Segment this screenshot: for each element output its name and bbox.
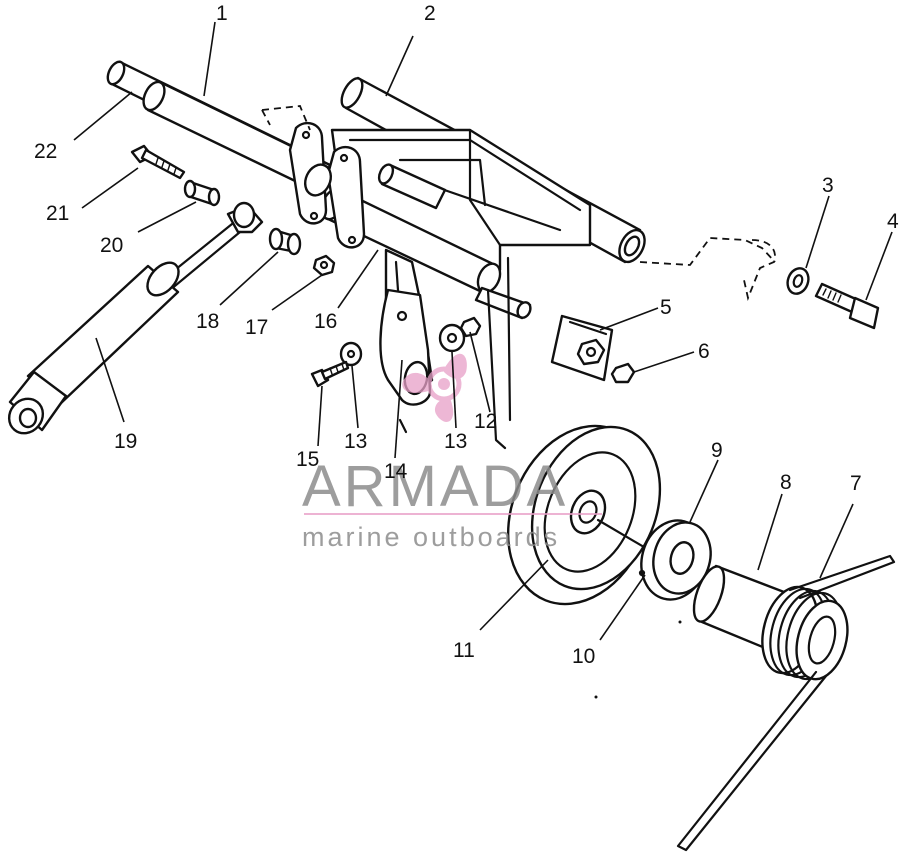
part-16-side-plates [288,121,366,249]
assembly-dashed-line-right [639,237,776,266]
part-5-bracket [550,314,614,382]
armada-watermark: ARMADA marine outboards [302,353,602,552]
speck [594,695,598,699]
callout-5: 5 [660,296,672,319]
callout-11: 11 [453,639,475,662]
callout-10: 10 [572,645,595,668]
main-frame [330,128,592,277]
callout-22: 22 [34,140,57,163]
part-7-torsion-spring [676,554,896,852]
part-13-washer-right [438,323,466,353]
bracket-outline-right [743,239,776,302]
support-post [486,256,512,450]
callout-19: 19 [114,430,137,453]
callout-labels: 1 2 3 4 5 6 7 8 9 10 11 12 13 13 14 15 1… [34,2,899,668]
part-14-arm [379,248,434,434]
part-3-washer [786,267,810,295]
callout-21: 21 [46,202,69,225]
callout-2: 2 [424,2,436,25]
callout-20: 20 [100,234,123,257]
callout-13-right: 13 [444,430,467,453]
part-4-bolt [814,282,880,330]
part-6-nut [610,362,636,384]
callout-17: 17 [245,316,268,339]
part-19-shock-absorber [7,201,264,435]
watermark-divider [304,513,602,515]
callout-13-left: 13 [344,430,367,453]
part-13-washer-left [339,341,363,367]
watermark-brand: ARMADA [302,454,568,519]
callout-6: 6 [698,340,710,363]
watermark-tagline: marine outboards [302,522,560,552]
callout-9: 9 [711,439,723,462]
part-18-bushing [268,227,302,256]
speck [678,620,682,624]
callout-15: 15 [296,448,319,471]
armada-logo-propeller-icon [402,353,467,422]
part-17-nut [312,254,336,277]
leader-lines [73,21,893,641]
callout-4: 4 [887,210,899,233]
part-20-spacer [183,179,221,207]
part-15-bolt [310,360,350,388]
assembly-dashed-outline [261,105,311,131]
callout-7: 7 [850,472,862,495]
callout-8: 8 [780,471,792,494]
callout-1: 1 [216,2,228,25]
callout-12: 12 [474,410,497,433]
callout-18: 18 [196,310,219,333]
part-9-hub-washer [638,519,712,601]
callout-16: 16 [314,310,337,333]
callout-3: 3 [822,174,834,197]
part-21-bolt [130,144,186,180]
callout-14: 14 [384,460,408,483]
